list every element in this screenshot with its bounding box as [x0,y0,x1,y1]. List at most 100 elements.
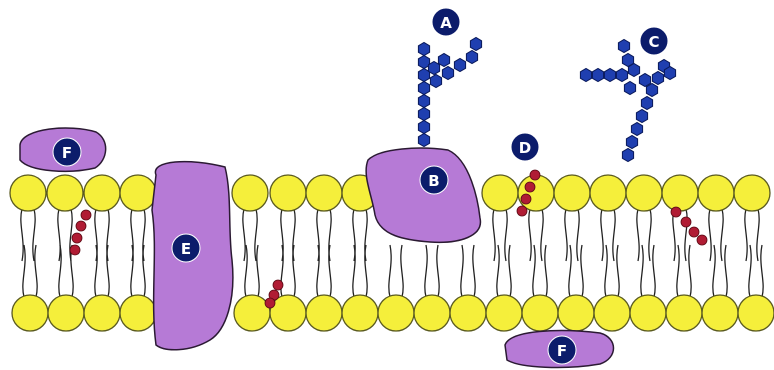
phosphate-head-top-13 [662,175,698,211]
label-d: D [511,133,539,161]
lipid-tail-top-14-0 [709,209,711,261]
sugar-hex-c-3 [636,110,647,123]
phosphate-head-bottom-5 [270,295,306,331]
sugar-hex-c-6 [652,72,663,85]
cholesterol-d-bead-2 [521,194,531,204]
lipid-tail-top-8-1 [505,209,507,261]
lipid-tail-bottom-18-0 [749,245,751,297]
cholesterol-right-bead-0 [671,207,681,217]
phosphate-head-top-9 [518,175,554,211]
lipid-tail-top-8-0 [493,209,495,261]
lipid-tail-top-9-1 [541,209,543,261]
sugar-hex-c-2 [631,123,642,136]
phosphate-head-top-6 [306,175,342,211]
phosphate-head-bottom-6 [306,295,342,331]
sugar-hex-c-8 [664,67,675,80]
lipid-tail-bottom-2-0 [95,245,97,297]
phosphate-head-top-15 [734,175,770,211]
cholesterol-d-bead-3 [517,206,527,216]
phosphate-head-top-10 [554,175,590,211]
phosphate-head-bottom-3 [120,295,156,331]
phosphate-head-top-3 [120,175,156,211]
phosphate-head-bottom-17 [702,295,738,331]
lipid-tail-bottom-4-1 [257,245,259,297]
sugar-hex-c-15 [622,54,633,67]
lipid-tail-bottom-8-0 [389,245,391,297]
sugar-hex-a-12 [470,38,481,51]
lipid-tail-bottom-9-1 [437,245,439,297]
sugar-hex-c-9 [639,74,650,87]
lipid-tail-bottom-13-1 [581,245,583,297]
sugar-hex-c-0 [622,149,633,162]
phosphate-head-top-1 [47,175,83,211]
lipid-tail-bottom-2-1 [107,245,109,297]
sugar-hex-c-4 [641,97,652,110]
lipid-tail-top-9-0 [529,209,531,261]
lipid-tail-top-10-1 [577,209,579,261]
lipid-tail-bottom-17-0 [713,245,715,297]
inner-leaflet-heads [12,295,774,331]
lipid-tail-bottom-9-0 [425,245,427,297]
phosphate-head-top-12 [626,175,662,211]
phosphate-head-bottom-7 [342,295,378,331]
label-a: A [432,8,460,36]
phosphate-head-top-2 [84,175,120,211]
label-f-top-text: F [62,144,72,162]
phosphate-head-bottom-12 [522,295,558,331]
sugar-hex-a-10 [454,59,465,72]
lipid-tail-bottom-10-0 [461,245,463,297]
sugar-hex-c-16 [618,40,629,53]
phosphate-head-top-0 [10,175,46,211]
sugar-hex-c-12 [604,69,615,82]
lipid-tail-bottom-13-0 [569,245,571,297]
lipid-tail-bottom-16-0 [677,245,679,297]
lipid-tail-top-15-1 [757,209,759,261]
phosphate-head-bottom-4 [234,295,270,331]
label-f-bottom-text: F [557,342,567,360]
lipid-tail-bottom-15-0 [641,245,643,297]
lipid-tail-top-15-0 [745,209,747,261]
cholesterol-left-bead-0 [81,210,91,220]
cholesterol-d-bead-1 [525,182,535,192]
phosphate-head-bottom-0 [12,295,48,331]
cholesterol-left-bead-1 [76,221,86,231]
lipid-tail-bottom-3-0 [131,245,133,297]
lipid-tail-bottom-15-1 [653,245,655,297]
label-e-text: E [181,240,191,258]
lipid-tail-bottom-14-0 [605,245,607,297]
cholesterol-lower-bead-0 [273,280,283,290]
sugar-hex-a-0 [418,134,429,147]
cholesterol-left-bead-2 [72,233,82,243]
sugar-hex-a-7 [418,43,429,56]
lipid-tail-bottom-0-1 [35,245,37,297]
lipid-tail-bottom-7-1 [365,245,367,297]
sugar-hex-c-17 [624,82,635,95]
phosphate-head-top-11 [590,175,626,211]
lipid-tail-bottom-6-0 [317,245,319,297]
phosphate-head-bottom-14 [594,295,630,331]
sugar-hex-c-5 [646,84,657,97]
lipid-tail-top-1-0 [58,209,60,261]
lipid-tail-top-10-0 [565,209,567,261]
sugar-hex-c-11 [616,69,627,82]
sugar-hex-a-11 [466,51,477,64]
lipid-tail-top-4-0 [243,209,245,261]
sugar-hex-a-1 [418,121,429,134]
sugar-hex-c-1 [626,136,637,149]
phosphate-head-top-8 [482,175,518,211]
label-f-bottom: F [548,336,576,364]
phosphate-head-bottom-11 [486,295,522,331]
label-a-text: A [440,14,452,32]
lipid-tail-bottom-17-1 [725,245,727,297]
lipid-tail-bottom-7-0 [353,245,355,297]
sugar-hex-a-14 [438,54,449,67]
lipid-tail-top-12-0 [637,209,639,261]
phosphate-head-bottom-15 [630,295,666,331]
label-b: B [420,166,448,194]
lipid-tail-top-11-1 [613,209,615,261]
cholesterol-right-bead-1 [681,217,691,227]
sugar-hex-a-3 [418,95,429,108]
lipid-tail-bottom-18-1 [761,245,763,297]
lipid-tail-bottom-5-1 [293,245,295,297]
